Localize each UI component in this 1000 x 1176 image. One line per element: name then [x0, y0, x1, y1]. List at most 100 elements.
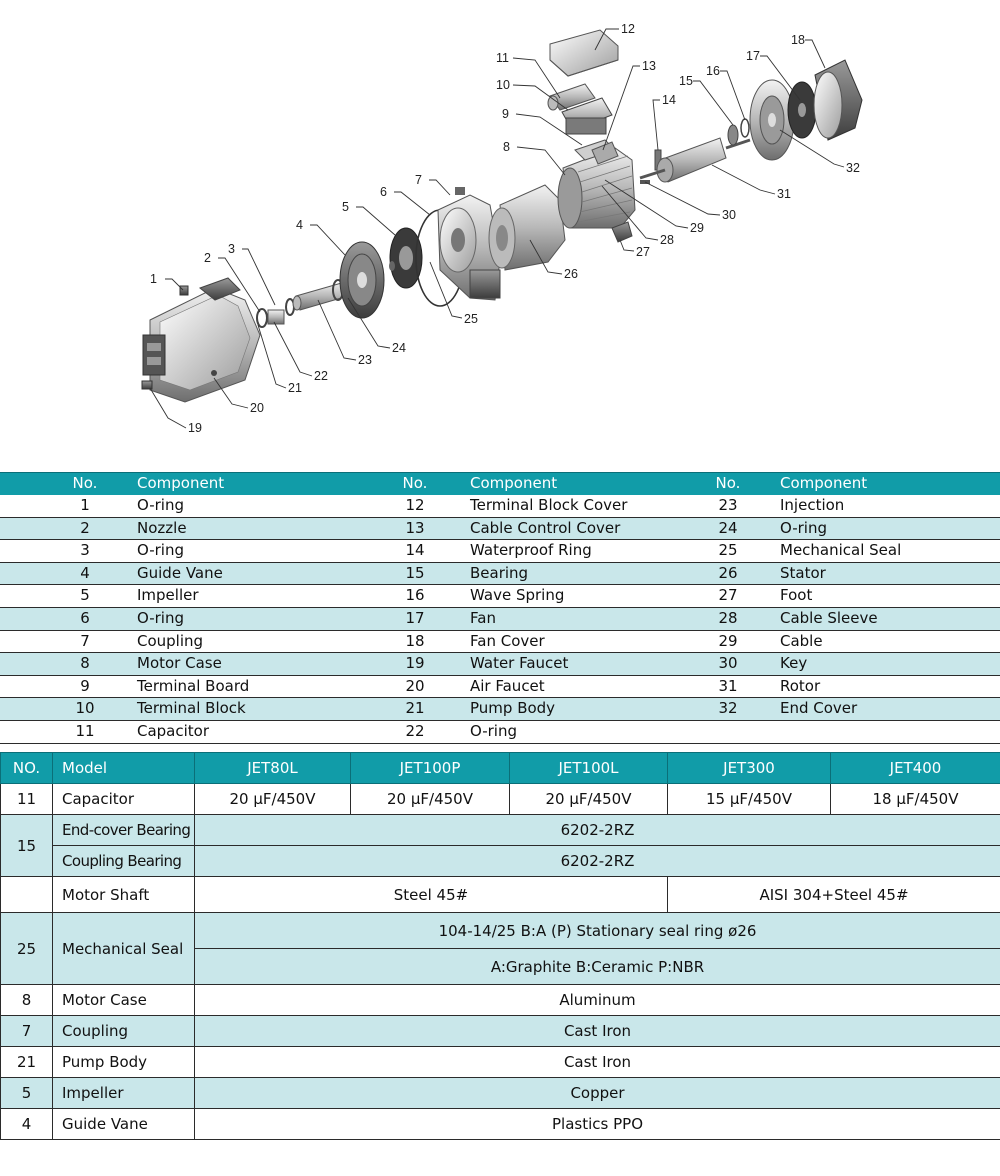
exploded-view-diagram: 1 2 3 4 5 6 7 8 9 10 11 12 13 14 15 16 1: [0, 0, 1000, 470]
spec-label: Coupling: [52, 1015, 195, 1047]
part-number: 15: [405, 563, 425, 582]
part-component: O-ring: [137, 541, 184, 560]
spec-row-pump-body: 21 Pump Body Cast Iron: [0, 1046, 1000, 1078]
part-number: 24: [718, 518, 738, 537]
motor-case-part: [557, 147, 636, 229]
part-number: 21: [405, 699, 425, 718]
part-number: 13: [405, 518, 425, 537]
spec-row-mechanical-seal: 25 Mechanical Seal 104-14/25 B:A (P) Sta…: [0, 912, 1000, 985]
callout-labels: 1 2 3 4 5 6 7 8 9 10 11 12 13 14 15 16 1: [149, 22, 860, 435]
spec-label: End-cover Bearing: [52, 814, 195, 846]
part-component: Pump Body: [470, 699, 556, 718]
part-number: 27: [718, 586, 738, 605]
spec-header-model: Model: [52, 752, 195, 784]
spec-value: Steel 45#: [194, 876, 668, 913]
part-number: 14: [405, 541, 425, 560]
svg-text:6: 6: [380, 185, 387, 199]
pump-body-part: [142, 277, 261, 403]
parts-list-table: No. Component No. Component No. Componen…: [0, 472, 1000, 744]
part-component: Nozzle: [137, 518, 187, 537]
part-number: 12: [405, 496, 425, 514]
part-component: Cable Control Cover: [470, 518, 621, 537]
parts-header-row: No. Component No. Component No. Componen…: [0, 472, 1000, 495]
foot-part: [611, 221, 633, 243]
svg-text:29: 29: [690, 221, 704, 235]
header-component: Component: [780, 474, 868, 492]
part-component: Bearing: [470, 563, 529, 582]
spec-value: A:Graphite B:Ceramic P:NBR: [194, 948, 1000, 985]
spec-value: 6202-2RZ: [194, 845, 1000, 877]
spec-value: Cast Iron: [194, 1015, 1000, 1047]
exploded-view-svg: 1 2 3 4 5 6 7 8 9 10 11 12 13 14 15 16 1: [141, 22, 863, 435]
spec-no: 21: [0, 1046, 53, 1078]
part-component: Fan Cover: [470, 631, 545, 650]
part-component: O-ring: [780, 518, 827, 537]
svg-text:30: 30: [722, 208, 736, 222]
spec-row-end-cover-bearing: 15 End-cover Bearing 6202-2RZ: [0, 814, 1000, 877]
svg-text:3: 3: [228, 242, 235, 256]
svg-text:22: 22: [314, 369, 328, 383]
stator-part: [488, 184, 566, 271]
fan-cover-part: [813, 59, 863, 141]
part-number: 30: [718, 654, 738, 673]
spec-label: Guide Vane: [52, 1108, 195, 1140]
svg-text:18: 18: [791, 33, 805, 47]
svg-text:5: 5: [342, 200, 349, 214]
fan-part: [787, 81, 817, 139]
spec-row-coupling-bearing: Coupling Bearing 6202-2RZ: [0, 845, 1000, 877]
svg-text:28: 28: [660, 233, 674, 247]
header-component: Component: [137, 474, 225, 492]
part-component: Wave Spring: [470, 586, 565, 605]
bearing-part: [727, 124, 739, 146]
spec-row-capacitor: 11 Capacitor 20 μF/450V 20 μF/450V 20 μF…: [0, 783, 1000, 815]
part-component: Stator: [780, 563, 826, 582]
part-number: 20: [405, 676, 425, 695]
model-jet100l: JET100L: [509, 752, 668, 784]
part-number: 25: [718, 541, 738, 560]
spec-label: Motor Shaft: [52, 876, 195, 913]
spec-table: NO. Model JET80L JET100P JET100L JET300 …: [0, 752, 1000, 1140]
spec-header-no: NO.: [0, 752, 53, 784]
spec-value: 20 μF/450V: [350, 783, 510, 815]
spec-label: Motor Case: [52, 984, 195, 1016]
part-component: End Cover: [780, 699, 858, 718]
injection-part: [292, 281, 349, 311]
part-number: 19: [405, 654, 425, 673]
spec-label: Coupling Bearing: [52, 845, 195, 877]
o-ring-part: [256, 308, 268, 328]
svg-text:9: 9: [502, 107, 509, 121]
part-component: Coupling: [137, 631, 204, 650]
model-jet400: JET400: [830, 752, 1000, 784]
part-component: Motor Case: [137, 654, 222, 673]
part-number: 2: [80, 518, 90, 537]
part-number: 23: [718, 496, 738, 514]
part-number: 32: [718, 699, 738, 718]
part-component: Air Faucet: [470, 676, 545, 695]
svg-text:2: 2: [204, 251, 211, 265]
part-component: Foot: [780, 586, 813, 605]
svg-text:27: 27: [636, 245, 650, 259]
svg-text:32: 32: [846, 161, 860, 175]
svg-text:14: 14: [662, 93, 676, 107]
spec-value: Copper: [194, 1077, 1000, 1109]
water-faucet-part: [141, 380, 153, 390]
spec-no: 7: [0, 1015, 53, 1047]
spec-label: Pump Body: [52, 1046, 195, 1078]
svg-text:4: 4: [296, 218, 303, 232]
terminal-block-cover-part: [549, 29, 619, 77]
spec-value: Plastics PPO: [194, 1108, 1000, 1140]
spec-row-motor-case: 8 Motor Case Aluminum: [0, 984, 1000, 1016]
terminal-block-part: [561, 97, 613, 135]
spec-row-impeller: 5 Impeller Copper: [0, 1077, 1000, 1109]
part-number: 1: [80, 496, 90, 514]
part-component: O-ring: [137, 496, 184, 514]
spec-value: 20 μF/450V: [509, 783, 668, 815]
spec-no: 25: [0, 912, 53, 985]
header-no: No.: [715, 474, 741, 492]
model-jet100p: JET100P: [350, 752, 510, 784]
spec-header-row: NO. Model JET80L JET100P JET100L JET300 …: [0, 752, 1000, 784]
part-component: Key: [780, 654, 808, 673]
